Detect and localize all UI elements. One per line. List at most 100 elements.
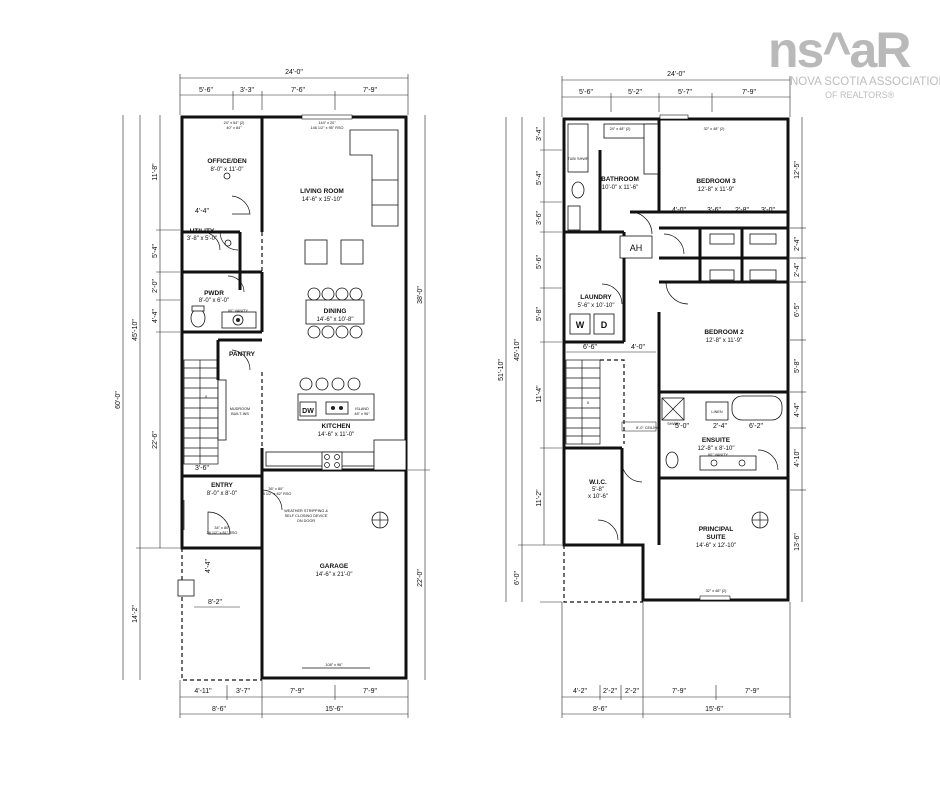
- upper-bottom-dim: 2'-2": [625, 688, 639, 695]
- room-dim-wic-2: x 10'-6": [588, 494, 608, 500]
- upper-annotations: 8'-0" CEILING 60" VANITY 24" x 48" (2) 3…: [566, 127, 775, 593]
- upper-right-dim: 13'-6": [794, 533, 801, 551]
- garage-overhead-door: 108" x 96": [325, 663, 343, 667]
- bed3-window: 32" x 48" (2): [704, 127, 726, 131]
- linen-label: LINEN: [711, 410, 722, 414]
- room-dim-garage: 14'-6" x 21'-0": [316, 572, 353, 578]
- bath-toilet: [571, 181, 585, 199]
- room-dim-bedroom3: 12'-8" x 11'-9": [698, 187, 734, 193]
- main-left-outer: 60'-0": [115, 391, 122, 409]
- upper-doors: [597, 114, 779, 601]
- main-left-inner: 11'-8": [152, 163, 159, 181]
- upper-inner-dim: 3'-0": [761, 207, 775, 214]
- room-dim-bedroom2: 12'-8" x 11'-9": [706, 338, 742, 344]
- main-floor-plan: 24'-0" 5'-6" 3'-3" 7'-6" 7'-9" 60'-0" 45…: [115, 69, 430, 718]
- main-bottom-dim: 7'-9": [363, 688, 377, 695]
- ceiling-note: 8'-0" CEILING: [636, 426, 660, 430]
- upper-left-inner: 3'-4": [536, 127, 543, 141]
- upper-left-inner: 5'-4": [536, 171, 543, 185]
- room-dim-living: 14'-6" x 15'-10": [302, 197, 342, 203]
- main-stairs: 5: [183, 359, 219, 465]
- fridge: [373, 439, 407, 471]
- room-dim-bathroom: 10'-0" x 11'-6": [602, 185, 638, 191]
- upper-top-dimensions: 24'-0" 5'-6" 5'-2" 5'-7" 7'-9": [561, 71, 791, 117]
- room-name-principal: PRINCIPAL: [699, 526, 734, 533]
- office-window-rso: 40" x 84": [226, 126, 242, 130]
- soaker-tub: [731, 395, 783, 421]
- ensuite-vanity: [699, 455, 757, 471]
- logo-mark: ns^aR: [768, 22, 911, 78]
- builtins-label: BUILT-INS: [231, 412, 249, 416]
- air-handler: [619, 235, 653, 259]
- upper-left-inner: 5'-8": [536, 307, 543, 321]
- upper-bottom-dim: 7'-9": [745, 688, 759, 695]
- main-top-dim: 3'-3": [240, 87, 254, 94]
- main-inner-dim: 3'-6": [195, 465, 209, 472]
- main-doors: [201, 114, 370, 669]
- room-dim-office: 8'-0" x 11'-0": [210, 167, 243, 173]
- weather-note-2: SELF CLOSING DEVICE: [285, 514, 328, 518]
- room-name-laundry: LAUNDRY: [580, 294, 612, 301]
- main-left-dimensions: 60'-0" 45'-10" 14'-2" 11'-8" 5'-4" 2'-0"…: [115, 115, 180, 680]
- main-left-inner: 2'-0": [152, 279, 159, 293]
- range: [321, 451, 343, 471]
- dishwasher-label: DW: [302, 408, 314, 415]
- main-stair-mark: 5: [205, 395, 207, 399]
- upper-top-dim: 5'-7": [678, 89, 692, 96]
- principal-window: 32" x 48" (2): [706, 589, 728, 593]
- main-bottom-total: 15'-6": [325, 706, 343, 713]
- main-right-dim: 22'-0": [417, 569, 424, 587]
- logo-line2: OF REALTORS®: [825, 90, 895, 100]
- upper-room-labels: BATHROOM 10'-0" x 11'-6" BEDROOM 3 12'-8…: [578, 176, 745, 549]
- upper-overall-width: 24'-0": [667, 71, 685, 78]
- washer: [569, 313, 591, 335]
- room-dim-principal: 14'-6" x 12'-10": [696, 543, 736, 549]
- kitchen-counter: [265, 451, 375, 467]
- main-top-dim: 7'-9": [363, 87, 377, 94]
- room-name-principal-2: SUITE: [706, 534, 726, 541]
- mudroom-label: MUDROOM: [230, 407, 250, 411]
- upper-left-inner: 11'-2": [536, 489, 543, 507]
- tub-label: TUB/ SHWR: [567, 157, 589, 161]
- main-inner-dim: 4'-4": [195, 208, 209, 215]
- room-name-pantry: PANTRY: [229, 351, 256, 358]
- island-label: ISLAND: [355, 407, 369, 411]
- dryer-label: D: [601, 320, 608, 330]
- room-dim-dining: 14'-6" x 10'-8": [317, 317, 354, 323]
- ensuite-vanity-label: 60" VANITY: [708, 453, 729, 457]
- upper-bottom-dimensions: 4'-2" 2'-2" 2'-2" 7'-9" 7'-9" 8'-6" 15'-…: [540, 601, 791, 718]
- upper-inner-dim: 2'-8": [735, 207, 749, 214]
- main-bottom-total: 8'-6": [212, 706, 226, 713]
- upper-inner-dim: 3'-6": [707, 207, 721, 214]
- upper-inner-dim: 5'-0": [675, 423, 689, 430]
- room-name-garage: GARAGE: [320, 563, 349, 570]
- armchair: [304, 239, 328, 265]
- main-room-labels: OFFICE/DEN 8'-0" x 11'-0" UTILITY 3'-8" …: [187, 158, 354, 578]
- upper-left-inner: 5'-6": [536, 255, 543, 269]
- office-window-size: 24" x 54" (2): [224, 121, 246, 125]
- upper-roof-outline: [563, 545, 643, 603]
- garage-door-rso: 38 1/2" x 82" RSO: [261, 492, 292, 496]
- armchair: [340, 239, 364, 265]
- room-dim-ensuite: 12'-8" x 8'-10": [698, 446, 735, 452]
- main-bottom-dim: 7'-9": [290, 688, 304, 695]
- ensuite-toilet: [665, 451, 679, 469]
- upper-inner-dim: 4'-0": [631, 344, 645, 351]
- upper-inner-dim: 6'-6": [583, 344, 597, 351]
- room-name-utility: UTILITY: [190, 228, 215, 235]
- upper-right-dim: 12'-5": [794, 161, 801, 179]
- upper-left-mid: 45'-10": [514, 339, 521, 361]
- room-name-bathroom: BATHROOM: [601, 176, 639, 183]
- upper-floor-plan: 24'-0" 5'-6" 5'-2" 5'-7" 7'-9" 51'-10" 4…: [498, 71, 806, 718]
- weather-note-3: ON DOOR: [297, 519, 315, 523]
- main-left-inner: 5'-4": [152, 244, 159, 258]
- tub: [567, 123, 589, 173]
- main-left-mid: 45'-10": [132, 319, 139, 341]
- upper-left-inner: 3'-6": [536, 211, 543, 225]
- entry-door-rso: 36 1/2" x 81" RSO: [207, 531, 238, 535]
- main-bottom-dimensions: 4'-11" 3'-7" 7'-9" 7'-9" 8'-6" 15'-6": [179, 680, 409, 718]
- main-top-dim: 5'-6": [199, 87, 213, 94]
- room-name-ensuite: ENSUITE: [702, 437, 731, 444]
- upper-bottom-dim: 7'-9": [672, 688, 686, 695]
